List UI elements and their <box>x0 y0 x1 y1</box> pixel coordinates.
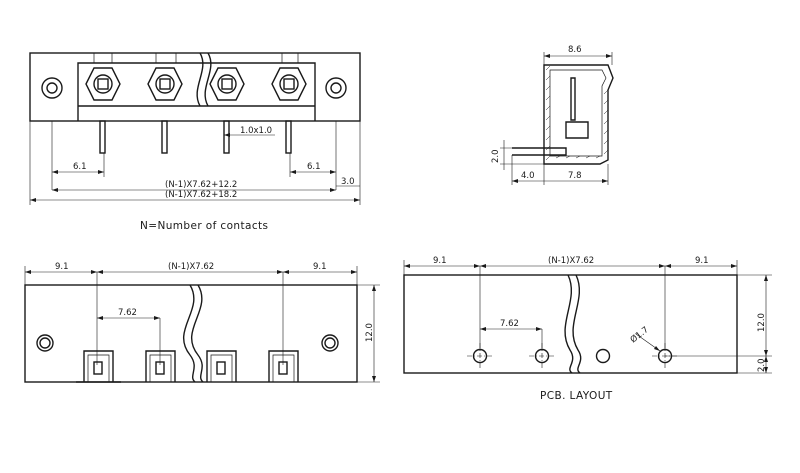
terminal-opening-2 <box>145 350 176 382</box>
pcb-dim-right: 9.1 <box>695 256 709 266</box>
dim-height: 12.0 <box>365 323 375 342</box>
pcb-layout-caption: PCB. LAYOUT <box>540 390 613 402</box>
terminal-opening-4 <box>268 350 299 382</box>
pcb-layout: 9.1 (N-1)X7.62 9.1 7.62 Ø1.7 12.0 2.0 PC… <box>403 256 772 402</box>
pcb-dim-left: 9.1 <box>433 256 447 266</box>
screw-terminal-4 <box>271 67 307 101</box>
pcb-hole-1 <box>472 348 488 364</box>
screw-terminal-1 <box>85 67 121 101</box>
dim-right: 9.1 <box>313 262 327 272</box>
note-number-of-contacts: N=Number of contacts <box>140 220 268 232</box>
dim-pitch-span: (N-1)X7.62+12.2 <box>165 180 237 190</box>
pcb-dim-height: 12.0 <box>757 313 767 332</box>
side-view: 8.6 4.0 7.8 2.0 <box>491 45 614 185</box>
terminal-opening-3 <box>206 350 237 382</box>
pcb-dim-pitch: 7.62 <box>500 319 519 329</box>
dim-pitch: 7.62 <box>118 308 137 318</box>
dim-offset: 4.0 <box>521 171 535 181</box>
screw-terminal-3 <box>209 67 245 101</box>
dim-span: (N-1)X7.62 <box>168 262 214 272</box>
dim-body: 7.8 <box>568 171 582 181</box>
dim-right-edge: 6.1 <box>307 162 321 172</box>
top-view: 9.1 (N-1)X7.62 9.1 7.62 12.0 <box>24 262 380 383</box>
dim-pin-height: 2.0 <box>491 149 501 163</box>
front-view: 1.0x1.0 6.1 6.1 (N-1)X7.62+12.2 (N-1)X7.… <box>29 52 361 205</box>
terminal-opening-1 <box>76 350 121 383</box>
dim-overall: (N-1)X7.62+18.2 <box>165 190 237 200</box>
dim-depth: 8.6 <box>568 45 582 55</box>
pcb-hole-3 <box>595 348 611 364</box>
pcb-dim-span: (N-1)X7.62 <box>548 256 594 266</box>
dim-left-edge: 6.1 <box>73 162 87 172</box>
dim-left: 9.1 <box>55 262 69 272</box>
pcb-hole-2 <box>534 348 550 364</box>
screw-terminal-2 <box>147 67 183 101</box>
dim-pin-width: 1.0x1.0 <box>240 126 272 136</box>
pcb-dim-row: 2.0 <box>757 358 767 372</box>
dim-end: 3.0 <box>341 177 355 187</box>
